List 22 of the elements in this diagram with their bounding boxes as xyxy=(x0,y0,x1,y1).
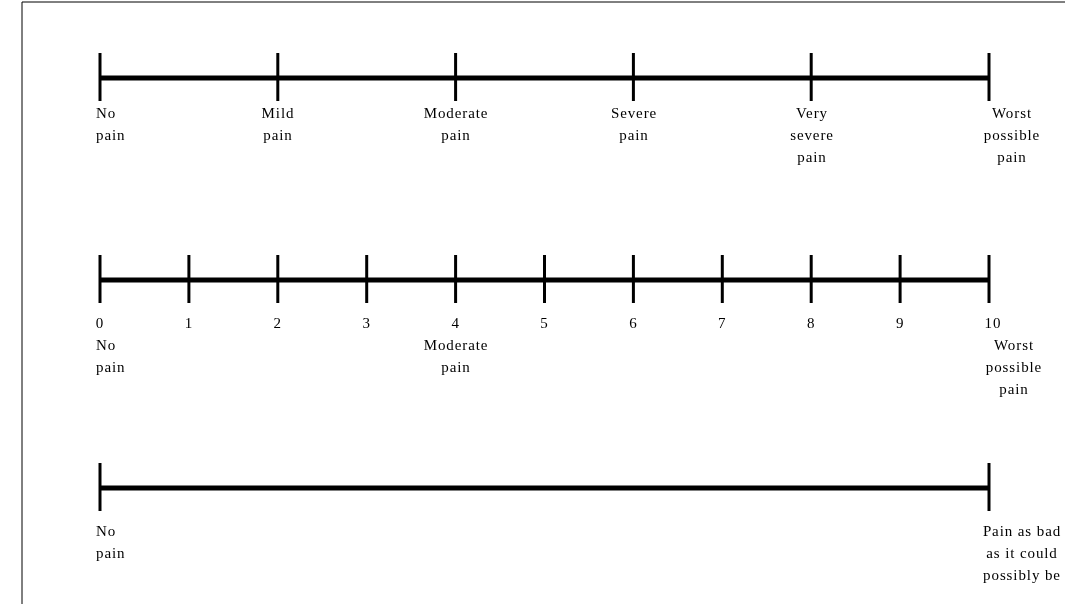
scale-label: Moderate pain xyxy=(422,104,490,145)
tick-number: 3 xyxy=(361,314,372,333)
tick-number: 5 xyxy=(539,314,550,333)
tick-number: 10 xyxy=(983,314,1003,333)
tick-number: 1 xyxy=(183,314,195,333)
scale-label: No pain xyxy=(96,336,127,377)
scale-label: No pain xyxy=(96,522,127,563)
tick-number: 0 xyxy=(94,314,106,333)
scale-label: Very severe pain xyxy=(789,104,835,167)
tick-number: 6 xyxy=(628,314,639,333)
scale-label: No pain xyxy=(96,104,127,145)
tick-number: 4 xyxy=(450,314,461,333)
scale-label: Severe pain xyxy=(609,104,659,145)
scale-label: Moderate pain xyxy=(422,336,490,377)
tick-number: 7 xyxy=(717,314,728,333)
tick-number: 2 xyxy=(272,314,283,333)
tick-number: 9 xyxy=(894,314,906,333)
scale-label: Worst possible pain xyxy=(984,336,1044,399)
scale-label: Worst possible pain xyxy=(982,104,1042,167)
tick-number: 8 xyxy=(806,314,817,333)
scale-label: Pain as bad as it could possibly be xyxy=(981,522,1063,585)
scale-label: Mild pain xyxy=(260,104,296,145)
